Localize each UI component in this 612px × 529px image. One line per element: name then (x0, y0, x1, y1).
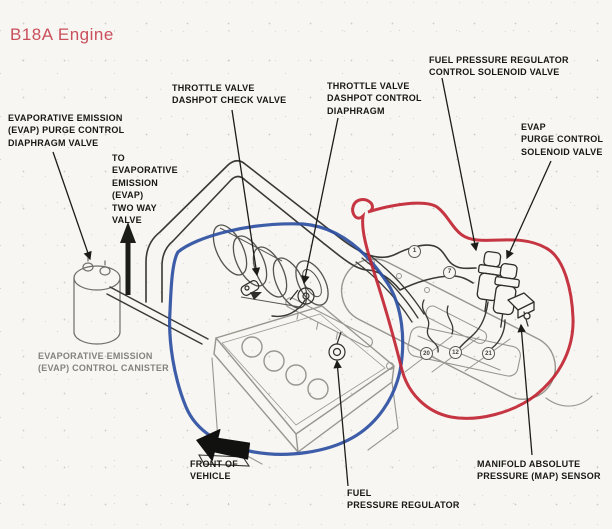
two-way-valve-arrow (120, 222, 136, 295)
plate-callout-21: 21 (482, 347, 495, 360)
label-evap-purge-control-solenoid-valve: EVAP PURGE CONTROL SOLENOID VALVE (521, 122, 604, 157)
label-throttle-dashpot-control-diaphragm: THROTTLE VALVE DASHPOT CONTROL DIAPHRAGM (327, 81, 422, 116)
evap-canister-drawing (73, 256, 121, 345)
label-map-sensor: MANIFOLD ABSOLUTE PRESSURE (MAP) SENSOR (477, 459, 601, 482)
leader-lines (52, 77, 552, 487)
intake-runners-drawing (212, 224, 329, 309)
small-valve-parts-drawing (240, 280, 346, 361)
solenoid-valves-drawing (476, 250, 535, 328)
diagram-title: B18A Engine (10, 25, 114, 44)
label-fuel-pressure-regulator-control-solenoid-valve: FUEL PRESSURE REGULATOR CONTROL SOLENOID… (429, 55, 569, 78)
label-evap-purge-diaphragm-valve: EVAPORATIVE EMISSION (EVAP) PURGE CONTRO… (8, 113, 125, 148)
label-throttle-dashpot-check-valve: THROTTLE VALVE DASHPOT CHECK VALVE (172, 83, 287, 106)
label-to-evap-two-way-valve: TO EVAPORATIVE EMISSION (EVAP) TWO WAY V… (112, 153, 178, 226)
plate-callout-20: 20 (420, 347, 433, 360)
hose-callout-7: 7 (443, 266, 456, 279)
label-front-of-vehicle: FRONT OF VEHICLE (190, 459, 238, 482)
plate-callout-12: 12 (449, 346, 462, 359)
hose-callout-1: 1 (408, 245, 421, 258)
map-sensor-drawing (507, 292, 535, 320)
label-fuel-pressure-regulator: FUEL PRESSURE REGULATOR (347, 488, 460, 511)
blue-loop-annotation (168, 222, 405, 456)
front-of-vehicle-arrow (196, 429, 251, 467)
label-evap-control-canister: EVAPORATIVE EMISSION (EVAP) CONTROL CANI… (38, 351, 169, 374)
red-loop-annotation (351, 198, 575, 420)
